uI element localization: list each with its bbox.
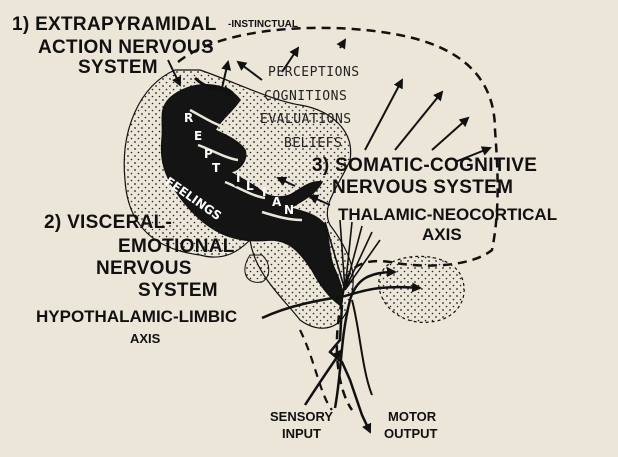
brainstem-dashed-left xyxy=(299,329,333,411)
label-visceral-2: EMOTIONAL xyxy=(118,236,235,257)
motor-output-line xyxy=(328,304,372,434)
label-sensory-1: SENSORY xyxy=(270,409,334,424)
arrow-cortex-6 xyxy=(394,90,444,151)
label-perceptions: PERCEPTIONS xyxy=(268,65,360,80)
label-somatic-2: NERVOUS SYSTEM xyxy=(332,177,514,198)
label-thalamic-1: THALAMIC-NEOCORTICAL xyxy=(338,205,558,224)
limbic-stipple-lower xyxy=(244,254,270,283)
arrow-cortex-7 xyxy=(431,116,470,151)
reptilian-letter: L xyxy=(246,179,254,193)
core-rib-1 xyxy=(189,108,229,130)
arrow-cortex-3 xyxy=(281,46,300,73)
label-motor-1: MOTOR xyxy=(388,409,437,424)
reptilian-letter: N xyxy=(284,203,295,217)
label-visceral-3: NERVOUS xyxy=(96,258,192,279)
hypothalamic-pathway xyxy=(261,282,422,320)
brainstem-right xyxy=(351,299,373,396)
thalamic-fan xyxy=(324,219,381,291)
arrow-cortex-2 xyxy=(236,60,263,81)
label-cognitions: COGNITIONS xyxy=(264,89,348,104)
arrow-extrapyramidal xyxy=(193,76,234,96)
label-sensory-2: INPUT xyxy=(282,426,321,441)
reptilian-letter: E xyxy=(194,129,203,143)
thalamic-stipple-region xyxy=(378,255,465,323)
core-rib-4 xyxy=(261,210,303,222)
reptilian-letter: A xyxy=(272,195,282,209)
arrow-cortex-8 xyxy=(454,146,492,163)
reptilian-letter: P xyxy=(204,147,213,161)
core-rib-2 xyxy=(197,143,239,162)
label-extrapyramidal-1: 1) EXTRAPYRAMIDAL xyxy=(12,14,217,35)
arrow-core-2 xyxy=(276,176,296,187)
label-hypothalamic-2: AXIS xyxy=(130,331,161,346)
label-thalamic-2: AXIS xyxy=(422,225,462,244)
label-motor-2: OUTPUT xyxy=(384,426,438,441)
label-extrapyramidal-2: ACTION NERVOUS xyxy=(38,37,214,58)
arrow-core-3 xyxy=(308,194,331,206)
arrow-cortex-4 xyxy=(336,38,347,50)
label-somatic-1: 3) SOMATIC-COGNITIVE xyxy=(312,155,538,176)
reptilian-letter: I xyxy=(262,185,267,199)
label-evaluations: EVALUATIONS xyxy=(260,112,352,127)
reptilian-letter: T xyxy=(212,161,221,175)
sensory-input-arrow xyxy=(303,348,344,406)
arrow-cortex-5 xyxy=(364,78,403,151)
arrow-title-1 xyxy=(167,59,182,87)
label-visceral-1: 2) VISCERAL- xyxy=(44,212,173,233)
reptilian-letter: I xyxy=(236,171,241,185)
reptilian-letter: R xyxy=(184,111,194,125)
label-visceral-4: SYSTEM xyxy=(138,280,218,301)
arrow-cortex-1 xyxy=(221,60,232,89)
label-hypothalamic-1: HYPOTHALAMIC-LIMBIC xyxy=(36,307,238,326)
sensory-pathway xyxy=(333,267,397,409)
arrow-core-1 xyxy=(228,177,251,188)
label-beliefs: BELIEFS xyxy=(284,136,343,151)
label-instinctual: -INSTINCTUAL xyxy=(228,19,298,30)
label-extrapyramidal-3: SYSTEM xyxy=(78,57,158,78)
